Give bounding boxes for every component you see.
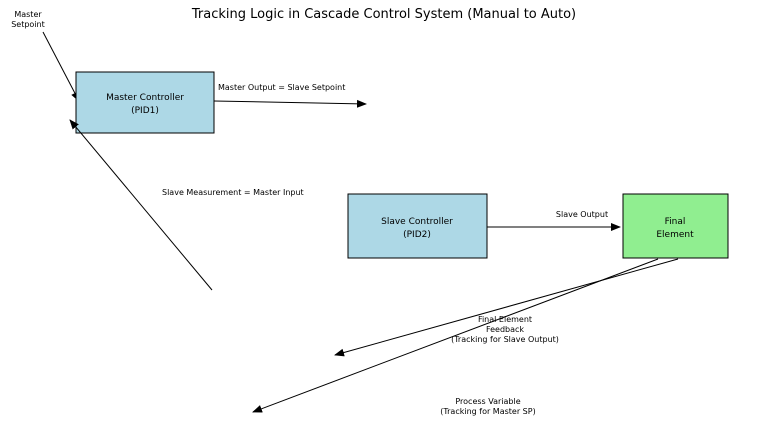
slave-measurement-label: Slave Measurement = Master Input [162,188,304,197]
master-output-arrow [213,99,367,108]
process-variable-label-line2: (Tracking for Master SP) [440,407,535,416]
master-controller-node: Master Controller (PID1) [75,71,215,134]
master-setpoint-label-line2: Setpoint [11,20,45,29]
final-element-box [622,193,729,259]
final-element-feedback-arrow [334,258,679,357]
final-element-label-line2: Element [656,230,694,240]
process-variable-label-line1: Process Variable [455,397,520,406]
final-element-feedback-label-line2: Feedback [486,325,524,334]
final-element-node: Final Element [622,193,729,259]
slave-controller-label-line2: (PID2) [403,230,431,240]
slave-controller-box [347,193,488,259]
slave-controller-label-line1: Slave Controller [381,217,453,227]
master-controller-label-line1: Master Controller [106,93,184,103]
master-setpoint-label-line1: Master [14,10,42,19]
master-output-label: Master Output = Slave Setpoint [218,83,345,92]
process-variable-arrow [252,258,659,413]
master-setpoint-arrow [42,31,80,102]
master-controller-box [75,71,215,134]
slave-output-label: Slave Output [556,210,608,219]
master-controller-label-line2: (PID1) [131,106,159,116]
diagram-title: Tracking Logic in Cascade Control System… [191,7,576,22]
final-element-label-line1: Final [665,217,686,227]
final-element-feedback-label-line3: (Tracking for Slave Output) [451,335,559,344]
slave-measurement-arrow [69,119,213,291]
final-element-feedback-label-line1: Final Element [478,315,532,324]
slave-controller-node: Slave Controller (PID2) [347,193,488,259]
